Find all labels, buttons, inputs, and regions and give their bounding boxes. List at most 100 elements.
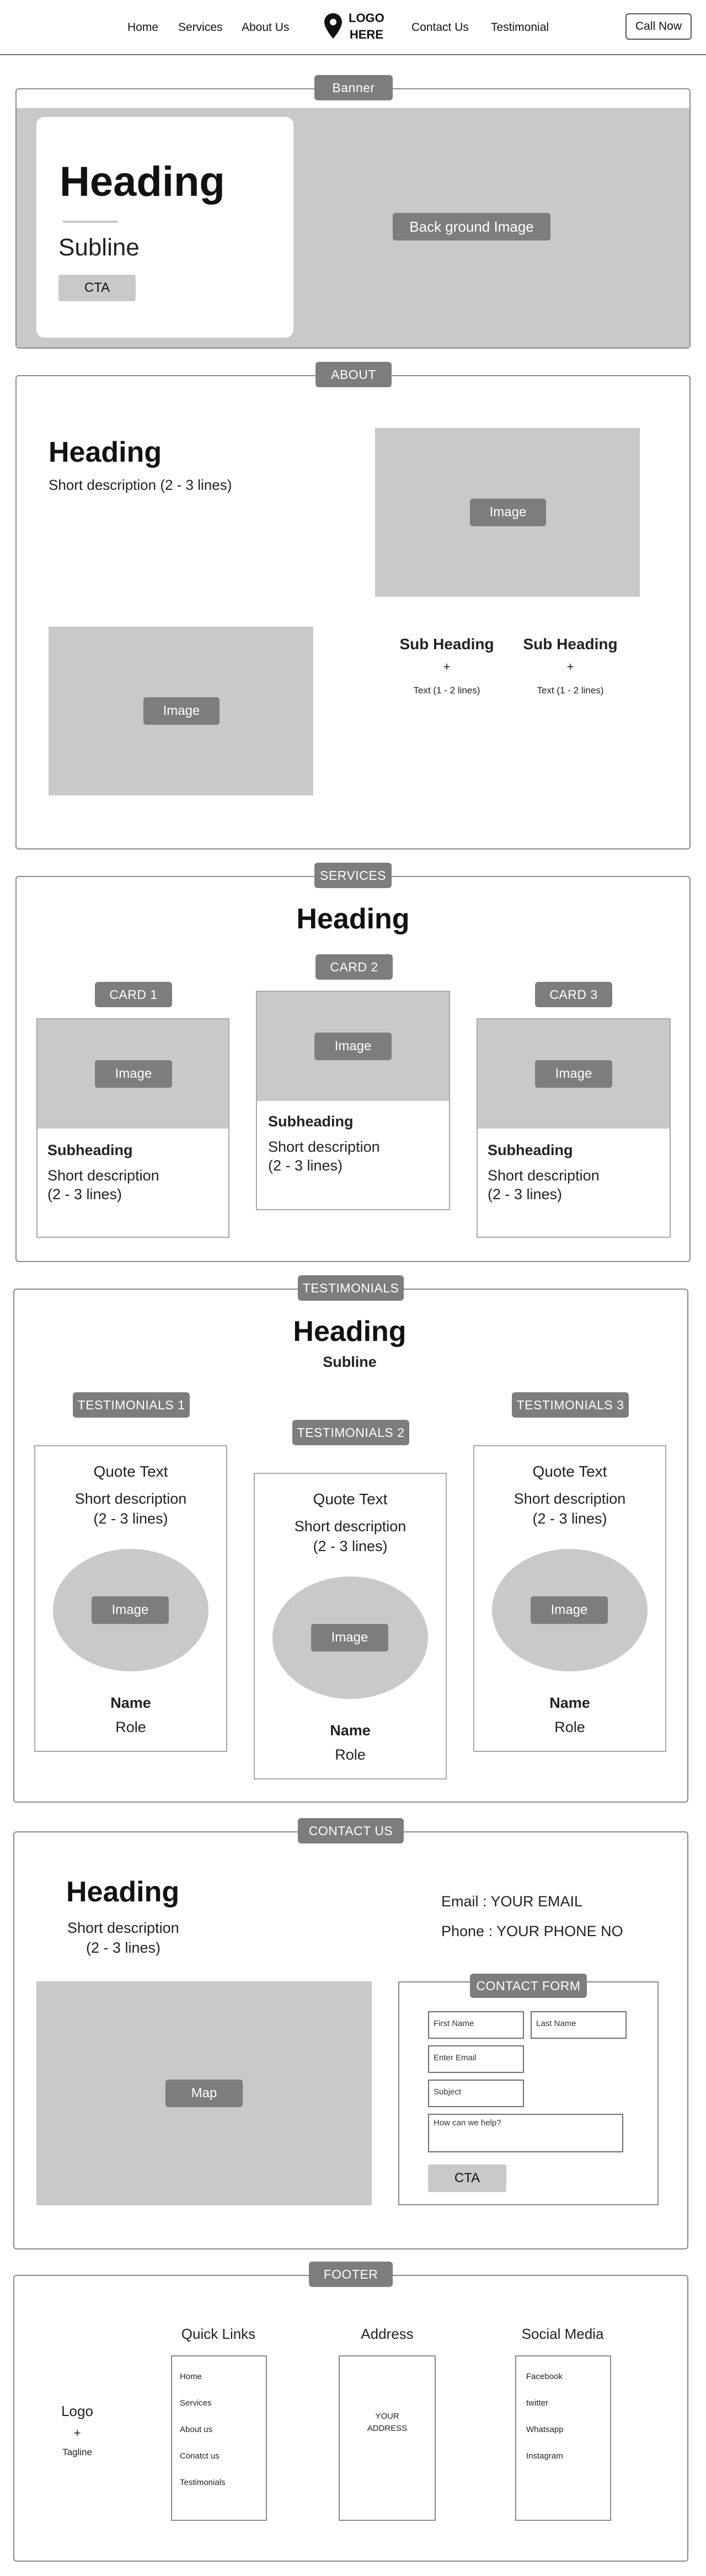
nav-about-us[interactable]: About Us (242, 21, 290, 34)
service-card-3-tag: CARD 3 (535, 982, 612, 1007)
about-description: Short description (2 - 3 lines) (49, 477, 232, 493)
service-card-1-tag: CARD 1 (95, 982, 172, 1007)
social-link-instagram[interactable]: Instagram (526, 2451, 563, 2461)
testimonial-3-quote: Quote Text (532, 1463, 607, 1480)
testimonial-3-desc-1: Short description (514, 1490, 626, 1507)
testimonial-2-role: Role (335, 1746, 366, 1763)
nav-services[interactable]: Services (178, 21, 223, 34)
banner-subline: Subline (58, 234, 140, 261)
services-heading: Heading (296, 903, 410, 935)
footer-section-tag: FOOTER (309, 2262, 393, 2287)
footer-logo[interactable]: Logo (61, 2403, 93, 2419)
testimonial-2-name: Name (330, 1722, 371, 1739)
nav-contact-us[interactable]: Contact Us (411, 21, 469, 34)
testimonials-heading: Heading (293, 1316, 407, 1348)
last-name-input[interactable]: Last Name (531, 2011, 627, 2039)
banner-divider (63, 221, 118, 223)
about-stat-2-title: Sub Heading (523, 635, 618, 653)
testimonials-subline: Subline (323, 1354, 377, 1370)
testimonial-1-desc-2: (2 - 3 lines) (93, 1510, 168, 1527)
service-card-1-image-label: Image (95, 1060, 172, 1088)
banner-heading: Heading (60, 158, 225, 205)
address-title: Address (361, 2326, 414, 2342)
contact-heading: Heading (66, 1876, 180, 1908)
service-card-2-desc-1: Short description (268, 1139, 380, 1155)
contact-email: Email : YOUR EMAIL (441, 1893, 583, 1910)
contact-form-tag: CONTACT FORM (470, 1974, 587, 1998)
testimonials-section-tag: TESTIMONIALS (298, 1275, 404, 1301)
nav-divider (0, 54, 706, 55)
about-stat-1-title: Sub Heading (399, 635, 494, 653)
service-card-2-desc-2: (2 - 3 lines) (268, 1157, 343, 1174)
nav-testimonial[interactable]: Testimonial (491, 21, 549, 34)
banner-section-tag: Banner (314, 75, 393, 100)
service-card-3-desc-2: (2 - 3 lines) (488, 1186, 563, 1203)
about-stat-2-plus: + (566, 660, 574, 674)
service-card-3-image-label: Image (535, 1060, 612, 1088)
first-name-input[interactable]: First Name (428, 2011, 524, 2039)
quick-links-box (171, 2355, 267, 2521)
footer-link-services[interactable]: Services (180, 2398, 212, 2408)
service-card-2-image-label: Image (314, 1033, 392, 1060)
testimonial-1-name: Name (110, 1695, 151, 1711)
contact-phone: Phone : YOUR PHONE NO (441, 1923, 623, 1939)
testimonial-3-tag: TESTIMONIALS 3 (512, 1392, 629, 1418)
email-input[interactable]: Enter Email (428, 2045, 524, 2073)
about-stat-2-text: Text (1 - 2 lines) (537, 685, 604, 696)
footer-link-home[interactable]: Home (180, 2372, 202, 2381)
contact-section-tag: CONTACT US (298, 1818, 404, 1843)
contact-form-cta-button[interactable]: CTA (428, 2165, 506, 2192)
about-image-top-label: Image (470, 499, 546, 526)
testimonial-1-avatar-label: Image (92, 1596, 169, 1624)
service-card-1-desc-1: Short description (47, 1167, 159, 1184)
quick-links-title: Quick Links (181, 2326, 256, 2342)
service-card-2-subheading: Subheading (268, 1113, 354, 1130)
footer-logo-plus: + (73, 2426, 81, 2440)
about-heading: Heading (49, 436, 162, 468)
message-textarea[interactable]: How can we help? (428, 2114, 623, 2152)
testimonial-3-name: Name (549, 1695, 590, 1711)
testimonial-1-role: Role (115, 1719, 146, 1735)
logo-text[interactable]: LOGO HERE (349, 10, 384, 43)
about-stat-1-text: Text (1 - 2 lines) (413, 685, 480, 696)
footer-tagline: Tagline (62, 2447, 92, 2457)
social-media-title: Social Media (521, 2326, 604, 2342)
location-pin-icon (324, 13, 342, 39)
service-card-3-desc-1: Short description (488, 1167, 600, 1184)
top-nav: Home Services About Us LOGO HERE Contact… (0, 0, 706, 55)
testimonial-2-quote: Quote Text (313, 1490, 388, 1508)
testimonial-3-avatar-label: Image (531, 1596, 608, 1624)
social-media-box (515, 2355, 611, 2521)
address-box (339, 2355, 436, 2521)
testimonial-3-desc-2: (2 - 3 lines) (532, 1510, 607, 1527)
footer-link-contact-us[interactable]: Conatct us (180, 2451, 220, 2461)
banner-cta-button[interactable]: CTA (58, 275, 136, 301)
social-link-whatsapp[interactable]: Whatsapp (526, 2425, 564, 2434)
about-section-tag: ABOUT (315, 362, 392, 387)
nav-home[interactable]: Home (127, 21, 159, 34)
testimonial-3-role: Role (554, 1719, 585, 1735)
contact-map-label: Map (165, 2080, 243, 2107)
social-link-twitter[interactable]: twitter (526, 2398, 549, 2408)
logo-line-1: LOGO (349, 11, 384, 25)
about-stat-1-plus: + (443, 660, 451, 674)
banner-content-card (36, 117, 293, 338)
testimonial-1-quote: Quote Text (93, 1463, 168, 1480)
testimonial-2-tag: TESTIMONIALS 2 (292, 1420, 409, 1445)
footer-link-about-us[interactable]: About us (180, 2425, 213, 2434)
testimonial-2-desc-1: Short description (294, 1518, 407, 1535)
testimonial-2-desc-2: (2 - 3 lines) (313, 1538, 388, 1554)
services-section-tag: SERVICES (314, 863, 392, 888)
service-card-2-tag: CARD 2 (315, 954, 393, 980)
footer-link-testimonials[interactable]: Testimonials (180, 2478, 226, 2487)
address-line-1: YOUR (375, 2412, 399, 2421)
call-now-button[interactable]: Call Now (625, 13, 692, 40)
service-card-1-subheading: Subheading (47, 1142, 133, 1158)
logo-line-2: HERE (349, 28, 383, 41)
service-card-1-desc-2: (2 - 3 lines) (47, 1186, 122, 1203)
social-link-facebook[interactable]: Facebook (526, 2372, 563, 2381)
about-image-bottom-label: Image (143, 697, 220, 725)
subject-input[interactable]: Subject (428, 2080, 524, 2107)
contact-desc-1: Short description (67, 1920, 179, 1936)
testimonial-2-avatar-label: Image (311, 1624, 388, 1652)
